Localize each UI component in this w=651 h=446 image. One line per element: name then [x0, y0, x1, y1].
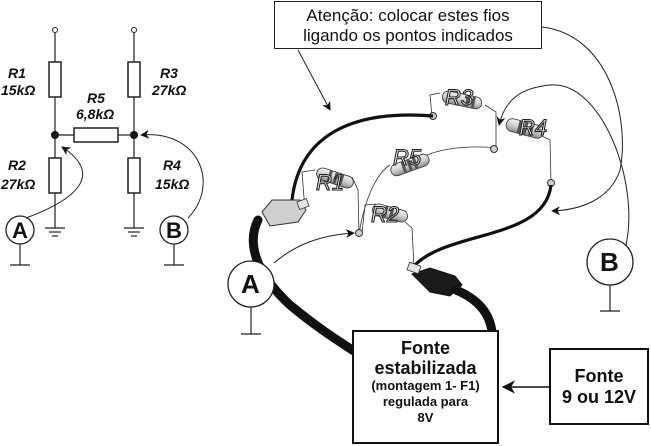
input-source-line-2: 9 ou 12V [561, 387, 637, 407]
tag-r2: R2 [371, 202, 399, 227]
probe-a-pictorial-arrow [273, 228, 355, 264]
tag-r3: R3 [445, 85, 474, 110]
tag-r4: R4 [519, 115, 547, 140]
stabilized-line-3: (montagem 1- F1) [371, 378, 480, 393]
stabilized-line-4: regulada para [382, 394, 469, 409]
schematic-r4 [127, 157, 141, 194]
stabilized-line-1: Fonte [401, 338, 450, 358]
probe-b-pictorial-label: B [600, 247, 619, 277]
resistor-r4 [505, 118, 544, 139]
probe-a-arrow [25, 146, 84, 219]
schematic-r1 [48, 61, 62, 98]
supply-terminal-right [131, 27, 137, 33]
probe-a-label: A [12, 218, 28, 243]
note-arrow-right [541, 26, 623, 216]
note-line-2: ligando os pontos indicados [303, 26, 513, 45]
schematic-r5 [73, 127, 119, 143]
r1-name: R1 [8, 65, 26, 81]
clip-positive [261, 199, 307, 227]
r5-name: R5 [87, 90, 105, 106]
schematic: R1 15kΩ R2 27kΩ R3 27kΩ R4 15kΩ R5 6,8kΩ… [0, 27, 204, 266]
r3-value: 27kΩ [151, 82, 186, 98]
r1-value: 15kΩ [1, 82, 35, 98]
jumper-wire-positive [290, 113, 434, 201]
stabilized-source-box: Fonte estabilizada (montagem 1- F1) regu… [352, 330, 499, 444]
junction-r3-r4-r5 [490, 145, 498, 153]
jumper-wire-ground [413, 184, 553, 267]
supply-terminal-left [52, 27, 58, 33]
stabilized-line-5: 8V [417, 410, 434, 425]
junction-r1-r2-r5 [355, 229, 363, 237]
stabilized-line-2: estabilizada [374, 358, 477, 378]
input-source-box: Fonte 9 ou 12V [549, 348, 649, 425]
schematic-r2 [48, 157, 62, 194]
input-source-line-1: Fonte [574, 366, 624, 386]
tag-r5: R5 [393, 145, 422, 170]
probe-b-label: B [166, 218, 182, 243]
probe-b-pictorial-arrow [496, 84, 630, 246]
cable-positive [248, 215, 365, 360]
resistor-r3 [441, 90, 483, 110]
note-arrow-left [297, 49, 331, 111]
clip-ground [411, 267, 463, 297]
tag-r1: R1 [316, 170, 344, 195]
probe-b-arrow [140, 129, 204, 219]
probe-a-pictorial-label: A [241, 269, 260, 299]
r3-name: R3 [160, 65, 178, 81]
resistor-r2 [372, 203, 408, 223]
cable-ground [451, 285, 497, 337]
r2-value: 27kΩ [0, 176, 35, 192]
attention-note: Atenção: colocar estes fios ligando os p… [274, 1, 542, 49]
r2-name: R2 [8, 157, 26, 173]
resistor-r5 [390, 153, 430, 177]
schematic-r3 [127, 61, 141, 98]
ground-icon [124, 227, 144, 237]
r5-value: 6,8kΩ [76, 106, 114, 122]
r4-name: R4 [163, 157, 181, 173]
pictorial-circuit: R1 R2 R3 R4 R5 A B [227, 26, 634, 394]
resistor-r1 [316, 167, 354, 189]
r4-value: 15kΩ [155, 176, 189, 192]
note-line-1: Atenção: colocar estes fios [306, 6, 510, 25]
ground-icon [45, 227, 65, 237]
